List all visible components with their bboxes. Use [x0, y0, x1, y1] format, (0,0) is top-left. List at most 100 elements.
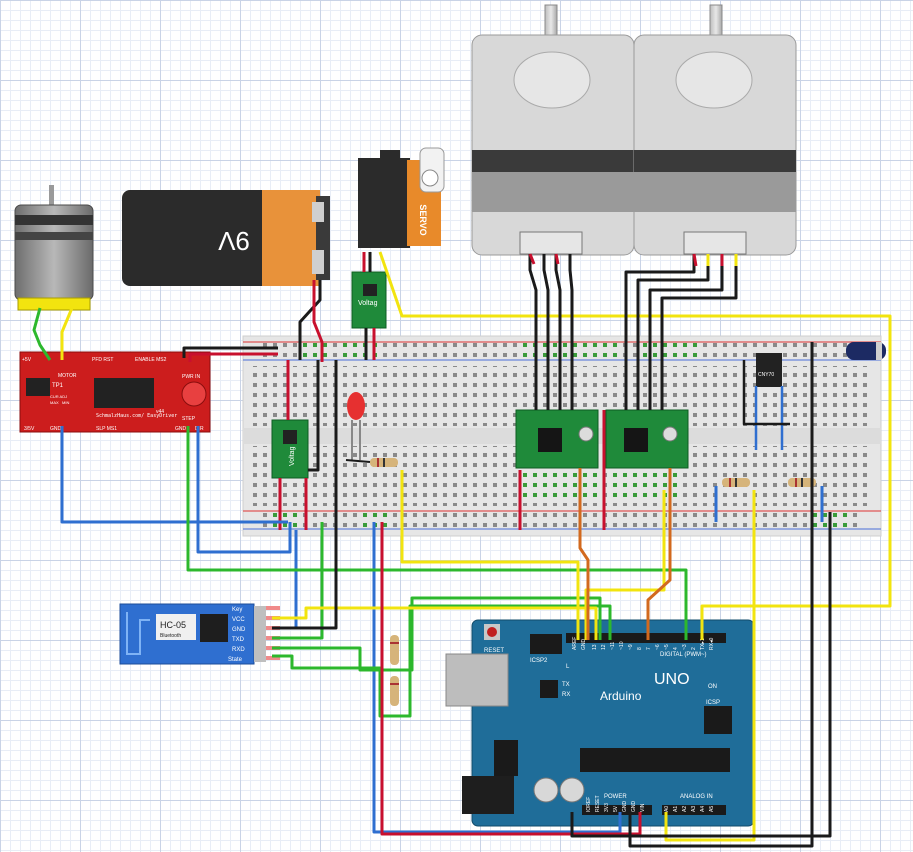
arduino-digital-pin-8: ~5 — [664, 644, 670, 650]
wire-orange-driver2 — [646, 468, 672, 640]
sensor-chip-label: CNY70 — [758, 372, 774, 378]
wire-stepper1-a — [528, 254, 538, 410]
easydriver-motor-label: MOTOR — [58, 373, 77, 379]
wire-blue-hc05 — [272, 530, 298, 630]
arduino-digital-pin-6: 7 — [646, 647, 652, 650]
arduino-gnd-label: GND — [581, 639, 587, 651]
wire-yellow-analog — [664, 490, 756, 842]
wire-stepper1-d — [568, 254, 574, 410]
arduino-icsp-label: ICSP — [706, 700, 720, 706]
wire-motor-yellow — [60, 307, 74, 360]
regulator-2-label: Voltag — [289, 446, 296, 466]
arduino-analog-pin-1: A1 — [673, 806, 679, 812]
wire-led-black — [345, 459, 371, 463]
hc05-pin-vcc: VCC — [232, 617, 245, 623]
battery-label: 9V — [217, 226, 249, 256]
wire-stepper2-d — [660, 254, 738, 410]
arduino-analog-pin-0: A0 — [664, 806, 670, 812]
wire-battery-black — [298, 280, 322, 360]
arduino-digital-pin-12: TX▸1 — [700, 638, 706, 650]
9v-battery: 9V — [122, 190, 330, 286]
voltage-regulator-1: Voltag — [351, 271, 387, 329]
arduino-reset-label: RESET — [484, 648, 504, 654]
stepper-motor-2 — [633, 4, 797, 256]
hc05-pin-rxd: RXD — [232, 647, 245, 653]
arduino-analog-pin-3: A3 — [691, 806, 697, 812]
arduino-digital-pin-11: 2 — [691, 647, 697, 650]
hc05-pin-key: Key — [232, 607, 242, 613]
wire-battery-red — [312, 280, 324, 362]
easydriver-label-min: MIN — [62, 400, 69, 405]
easydriver-label-gnd: GND — [175, 426, 187, 432]
arduino-digital-pin-4: ~9 — [628, 644, 634, 650]
arduino-power-pin-5: GND — [631, 801, 637, 813]
arduino-digital-pin-7: ~6 — [655, 644, 661, 650]
stepper-motor-1 — [471, 4, 635, 256]
arduino-digital-pin-1: 12 — [601, 644, 607, 650]
arduino-analog-pin-4: A4 — [700, 806, 706, 812]
hc05-title: HC-05 — [160, 620, 186, 630]
arduino-aref-label: AREF — [572, 637, 578, 650]
arduino-digital-pin-9: 4 — [673, 647, 679, 650]
wire-black-arduino-gnd — [628, 342, 814, 848]
wire-yellow-step2 — [584, 490, 666, 640]
easydriver-pin-3v: 3/5V — [24, 426, 35, 432]
arduino-digital-label: DIGITAL (PWM~) — [660, 652, 707, 658]
hc05-subtitle: Bluetooth — [160, 633, 181, 639]
hc05-pin-state: State — [228, 657, 243, 663]
stepstick-driver-2 — [605, 409, 689, 469]
wire-stepper1-b — [542, 254, 550, 410]
arduino-power-pin-3: 5V — [613, 805, 619, 812]
resistor-2 — [722, 478, 750, 487]
arduino-digital-pin-0: 13 — [592, 644, 598, 650]
arduino-digital-pin-5: 8 — [637, 647, 643, 650]
wire-stepper2-b — [636, 254, 710, 410]
wire-yellow-hc05 — [272, 606, 598, 640]
easydriver-pin-slp: SLP MS1 — [96, 426, 117, 432]
sensor-chip: CNY70 — [756, 353, 782, 387]
wire-driver-red-top — [188, 352, 278, 362]
wire-driver-black-top — [182, 346, 278, 358]
arduino-digital-pin-3: ~10 — [619, 641, 625, 650]
easydriver-board: MOTOR TP1 +5V PFD RST ENABLE MS2 3/5V GN… — [19, 351, 211, 433]
arduino-analog-pin-2: A2 — [682, 806, 688, 812]
arduino-power-pin-4: GND — [622, 801, 628, 813]
easydriver-pot-label: PWR IN — [182, 374, 200, 380]
resistor-3 — [788, 478, 816, 487]
capacitor — [846, 342, 886, 360]
easydriver-label-max: MAX — [50, 400, 59, 405]
wire-sensor-black — [742, 360, 790, 426]
hc05-pin-gnd: GND — [232, 627, 246, 633]
wire-servo-yellow — [378, 251, 892, 640]
resistor-1 — [370, 458, 398, 467]
easydriver-pin-enable: ENABLE MS2 — [135, 357, 167, 363]
easydriver-pin-gnd: GND — [50, 426, 62, 432]
wire-stepper1-red1 — [528, 253, 536, 265]
wire-orange-driver1 — [578, 468, 590, 640]
arduino-digital-pin-2: ~11 — [610, 642, 616, 650]
easydriver-brand: SchmalzHaus.com/ EasyDriver — [96, 413, 177, 419]
dc-motor — [14, 185, 94, 311]
arduino-power-label: POWER — [604, 794, 627, 800]
wires — [32, 251, 892, 848]
arduino-digital-pin-13: RX◂0 — [709, 638, 715, 650]
arduino-icsp2-label: ICSP2 — [530, 658, 548, 664]
stepstick-driver-1 — [515, 409, 599, 469]
wire-green-driver — [186, 426, 688, 640]
easydriver-version: v44 — [156, 409, 164, 415]
wire-reg2-black — [308, 360, 320, 472]
wire-black-hc05-gnd — [272, 360, 338, 630]
wire-blue-driver-step — [196, 426, 292, 554]
easydriver-pin-pfd: PFD RST — [92, 357, 113, 363]
red-led — [347, 392, 365, 460]
hc05-bluetooth-module: HC-05 Bluetooth Key VCC GND TXD RXD Stat… — [119, 603, 280, 665]
arduino-led-rx: RX — [562, 692, 570, 698]
wire-green-hc05-rx — [272, 604, 612, 718]
wire-yellow-breadboard — [400, 470, 580, 640]
wire-stepper2-c — [648, 254, 724, 410]
wire-stepper1-c — [554, 254, 562, 410]
